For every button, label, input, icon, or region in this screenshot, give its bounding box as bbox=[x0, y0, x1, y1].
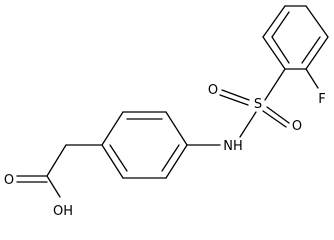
sulfur-label: S bbox=[254, 97, 262, 112]
amine-label: NH bbox=[223, 139, 243, 154]
oxygen-right-label: O bbox=[292, 119, 302, 134]
fluorine-bond bbox=[305, 68, 319, 89]
carbonyl-oxygen-label: O bbox=[4, 173, 14, 188]
ring-double-bond bbox=[109, 144, 128, 172]
ring-double-bond bbox=[301, 36, 321, 64]
fluorobenzene-ring bbox=[262, 5, 329, 70]
ring-sulfur-bond bbox=[264, 68, 286, 101]
sulfonyl-double-bond bbox=[266, 106, 290, 124]
methylene-carbonyl-bond bbox=[46, 144, 67, 177]
structure-diagram: F S O O NH O OH bbox=[4, 5, 329, 219]
oxygen-top-label: O bbox=[208, 83, 218, 98]
ring-bond bbox=[305, 36, 329, 70]
ring-bond bbox=[262, 5, 286, 38]
carbon-hydroxyl-bond bbox=[46, 175, 61, 198]
fluorine-label: F bbox=[318, 92, 325, 107]
ring-bond bbox=[305, 5, 329, 38]
ring-bond bbox=[165, 144, 188, 179]
phenyl-ring bbox=[101, 111, 188, 179]
sulfonyl-double-bond bbox=[221, 89, 250, 101]
hydroxyl-label: OH bbox=[53, 204, 73, 219]
ring-double-bond bbox=[161, 144, 180, 172]
sulfonyl-double-bond bbox=[262, 110, 287, 128]
ring-bond bbox=[165, 111, 188, 146]
ring-double-bond bbox=[271, 11, 290, 38]
sulfonyl-double-bond bbox=[219, 94, 249, 106]
ring-bond bbox=[101, 144, 124, 179]
ring-bond bbox=[262, 36, 286, 70]
sulfur-nitrogen-bond bbox=[239, 111, 257, 138]
ring-double-bond bbox=[271, 36, 290, 64]
ring-bond bbox=[101, 111, 124, 146]
